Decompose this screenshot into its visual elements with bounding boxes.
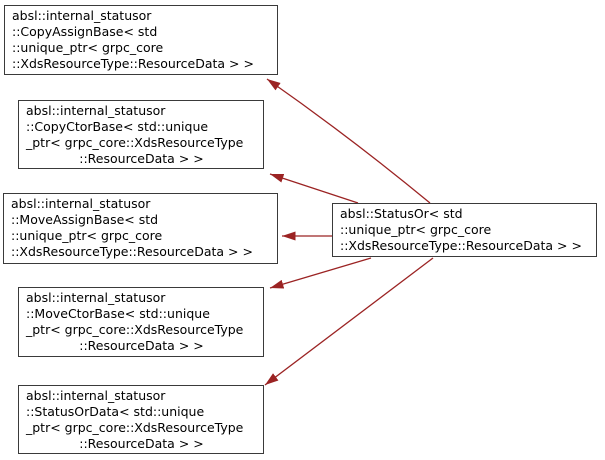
class-name-line: ::MoveCtorBase< std::unique xyxy=(26,306,210,321)
edge-statusor-to-copyctorbase xyxy=(269,173,359,204)
class-name-line: ::ResourceData > > xyxy=(79,338,204,353)
class-name-line: absl::internal_statusor xyxy=(11,196,151,211)
node-status-or-current: absl::StatusOr< std ::unique_ptr< grpc_c… xyxy=(332,203,597,257)
class-name-line: absl::internal_statusor xyxy=(26,290,166,305)
edge-statusor-to-statusordata xyxy=(264,257,434,386)
class-name-line: ::XdsResourceType::ResourceData > > xyxy=(11,244,253,259)
class-name-line: ::XdsResourceType::ResourceData > > xyxy=(12,56,254,71)
node-move-ctor-base[interactable]: absl::internal_statusor ::MoveCtorBase< … xyxy=(18,287,264,357)
edge-statusor-to-copyassignbase xyxy=(266,78,431,204)
class-name-line: absl::internal_statusor xyxy=(26,103,166,118)
class-name-line: _ptr< grpc_core::XdsResourceType xyxy=(26,420,244,435)
class-name-line: ::XdsResourceType::ResourceData > > xyxy=(340,238,582,253)
class-name-line: absl::internal_statusor xyxy=(12,8,152,23)
node-copy-assign-base[interactable]: absl::internal_statusor ::CopyAssignBase… xyxy=(4,5,278,75)
class-name-line: _ptr< grpc_core::XdsResourceType xyxy=(26,322,244,337)
class-name-line: absl::internal_statusor xyxy=(26,388,166,403)
class-name-line: ::MoveAssignBase< std xyxy=(11,212,159,227)
class-name-line: ::CopyAssignBase< std xyxy=(12,24,158,39)
class-name-line: ::ResourceData > > xyxy=(79,436,204,451)
class-name-line: absl::StatusOr< std xyxy=(340,206,463,221)
class-name-line: ::unique_ptr< grpc_core xyxy=(11,228,163,243)
class-name-line: ::CopyCtorBase< std::unique xyxy=(26,119,209,134)
node-status-or-data[interactable]: absl::internal_statusor ::StatusOrData< … xyxy=(18,385,264,454)
edge-statusor-to-movectorbase xyxy=(269,257,372,289)
class-name-line: ::ResourceData > > xyxy=(79,151,204,166)
class-name-line: ::StatusOrData< std::unique xyxy=(26,404,205,419)
node-move-assign-base[interactable]: absl::internal_statusor ::MoveAssignBase… xyxy=(3,193,278,264)
class-name-line: ::unique_ptr< grpc_core xyxy=(12,40,164,55)
node-copy-ctor-base[interactable]: absl::internal_statusor ::CopyCtorBase< … xyxy=(18,100,264,169)
class-name-line: ::unique_ptr< grpc_core xyxy=(340,222,492,237)
class-name-line: _ptr< grpc_core::XdsResourceType xyxy=(26,135,244,150)
